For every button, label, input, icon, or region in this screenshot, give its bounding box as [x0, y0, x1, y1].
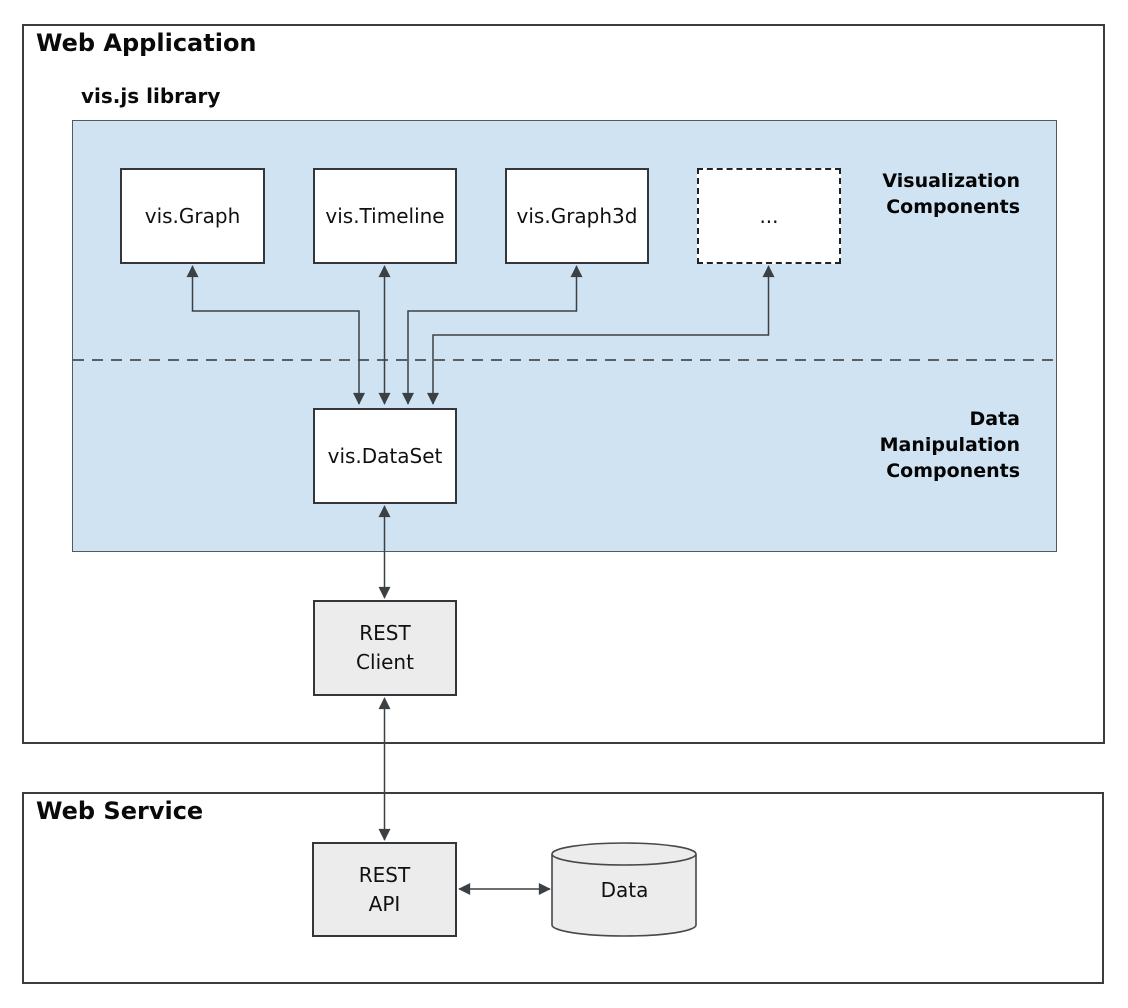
node-rest-client-line2: Client [356, 650, 414, 674]
visjs-library-title: vis.js library [81, 84, 221, 108]
visualization-components-line2: Components [886, 196, 1020, 218]
web-application-container [22, 24, 1105, 744]
node-vis-graph: vis.Graph [120, 168, 265, 264]
web-application-title: Web Application [36, 29, 257, 57]
node-vis-graph-label: vis.Graph [144, 203, 241, 228]
node-vis-graph3d-label: vis.Graph3d [516, 203, 638, 228]
node-more-components: ... [697, 168, 841, 264]
visualization-components-line1: Visualization [882, 170, 1020, 192]
web-service-title: Web Service [36, 797, 204, 825]
node-data-store-label: Data [600, 877, 649, 902]
node-rest-api: REST API [312, 842, 457, 937]
node-rest-client: REST Client [313, 600, 457, 696]
node-vis-timeline-label: vis.Timeline [325, 203, 445, 228]
node-vis-timeline: vis.Timeline [313, 168, 457, 264]
visualization-components-label: Visualization Components [882, 168, 1020, 220]
node-rest-api-line1: REST [358, 862, 411, 887]
node-rest-client-line1: REST [359, 621, 411, 645]
node-vis-dataset: vis.DataSet [313, 408, 457, 504]
data-manipulation-line1: Data [969, 408, 1021, 430]
database-cylinder-icon [551, 842, 697, 937]
data-manipulation-components-label: Data Manipulation Components [880, 406, 1020, 484]
node-more-components-label: ... [759, 203, 779, 228]
web-service-container [22, 792, 1104, 984]
node-rest-api-line2: API [368, 891, 401, 916]
data-manipulation-line2: Manipulation [879, 434, 1020, 456]
data-manipulation-line3: Components [886, 460, 1020, 482]
node-vis-dataset-label: vis.DataSet [327, 443, 443, 468]
node-vis-graph3d: vis.Graph3d [505, 168, 649, 264]
